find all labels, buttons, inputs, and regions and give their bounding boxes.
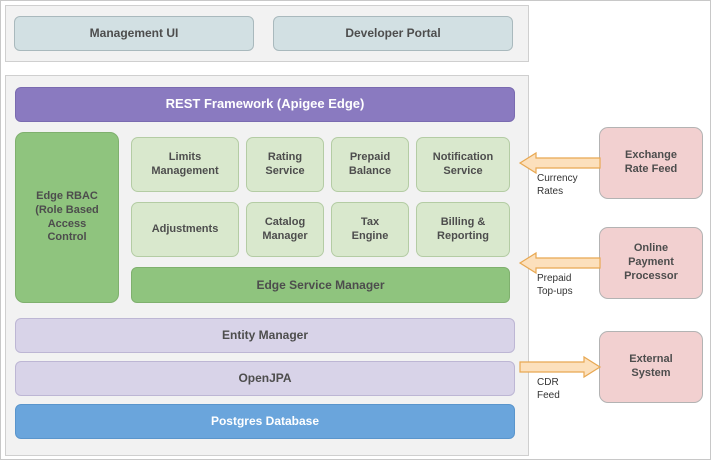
node-online-payment-processor[interactable]: Online Payment Processor	[599, 227, 703, 299]
node-postgres-database[interactable]: Postgres Database	[15, 404, 515, 439]
node-exchange-rate-feed[interactable]: Exchange Rate Feed	[599, 127, 703, 199]
node-billing-reporting[interactable]: Billing & Reporting	[416, 202, 510, 257]
node-external-system[interactable]: External System	[599, 331, 703, 403]
node-rest-framework[interactable]: REST Framework (Apigee Edge)	[15, 87, 515, 122]
node-edge-rbac[interactable]: Edge RBAC (Role Based Access Control	[15, 132, 119, 303]
node-catalog-manager[interactable]: Catalog Manager	[246, 202, 324, 257]
node-notification-service[interactable]: Notification Service	[416, 137, 510, 192]
arrow-currency-rates-icon	[518, 151, 601, 175]
node-entity-manager[interactable]: Entity Manager	[15, 318, 515, 353]
node-management-ui[interactable]: Management UI	[14, 16, 254, 51]
arrow-prepaid-topups-icon	[518, 251, 601, 275]
node-prepaid-balance[interactable]: Prepaid Balance	[331, 137, 409, 192]
node-limits-management[interactable]: Limits Management	[131, 137, 239, 192]
flow-label-cdr-feed: CDR Feed	[537, 377, 560, 401]
arrow-cdr-feed-icon	[519, 355, 602, 379]
flow-label-prepaid-topups: Prepaid Top-ups	[537, 273, 573, 297]
node-adjustments[interactable]: Adjustments	[131, 202, 239, 257]
node-openjpa[interactable]: OpenJPA	[15, 361, 515, 396]
node-edge-service-manager[interactable]: Edge Service Manager	[131, 267, 510, 303]
flow-label-currency-rates: Currency Rates	[537, 173, 578, 197]
node-rating-service[interactable]: Rating Service	[246, 137, 324, 192]
node-developer-portal[interactable]: Developer Portal	[273, 16, 513, 51]
node-tax-engine[interactable]: Tax Engine	[331, 202, 409, 257]
